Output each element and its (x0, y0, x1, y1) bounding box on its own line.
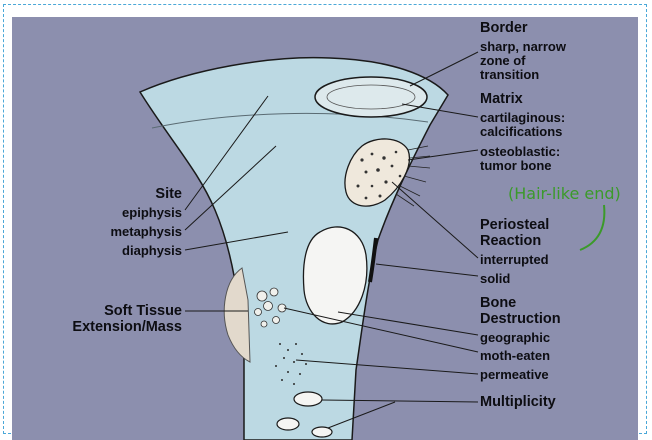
destruction-item-geographic: geographic (480, 330, 550, 345)
hair-like-end-annotation: (Hair-like end) (508, 184, 621, 203)
soft-tissue-heading-2: Extension/Mass (14, 319, 182, 335)
matrix-text-1: cartilaginous: (480, 110, 565, 125)
border-text-1: sharp, narrow (480, 39, 566, 54)
multiplicity-heading: Multiplicity (480, 394, 556, 410)
destruction-item-moth-eaten: moth-eaten (480, 348, 550, 363)
site-item-metaphysis: metaphysis (60, 224, 182, 239)
periosteal-heading-2: Reaction (480, 233, 541, 249)
border-lesion (315, 77, 427, 117)
destruction-item-permeative: permeative (480, 367, 549, 382)
destruction-heading-2: Destruction (480, 311, 561, 327)
periosteal-heading-1: Periosteal (480, 217, 549, 233)
site-item-epiphysis: epiphysis (60, 205, 182, 220)
site-heading: Site (100, 186, 182, 202)
border-text-2: zone of (480, 53, 526, 68)
site-item-diaphysis: diaphysis (60, 243, 182, 258)
matrix-heading: Matrix (480, 91, 523, 107)
border-text-3: transition (480, 67, 539, 82)
destruction-heading-1: Bone (480, 295, 516, 311)
periosteal-item-interrupted: interrupted (480, 252, 549, 267)
annotation-hook (580, 205, 604, 250)
periosteal-item-solid: solid (480, 271, 510, 286)
matrix-text-3: osteoblastic: (480, 144, 560, 159)
bone-outline (140, 58, 448, 440)
matrix-text-2: calcifications (480, 124, 562, 139)
matrix-text-4: tumor bone (480, 158, 552, 173)
border-heading: Border (480, 20, 528, 36)
soft-tissue-heading-1: Soft Tissue (14, 303, 182, 319)
